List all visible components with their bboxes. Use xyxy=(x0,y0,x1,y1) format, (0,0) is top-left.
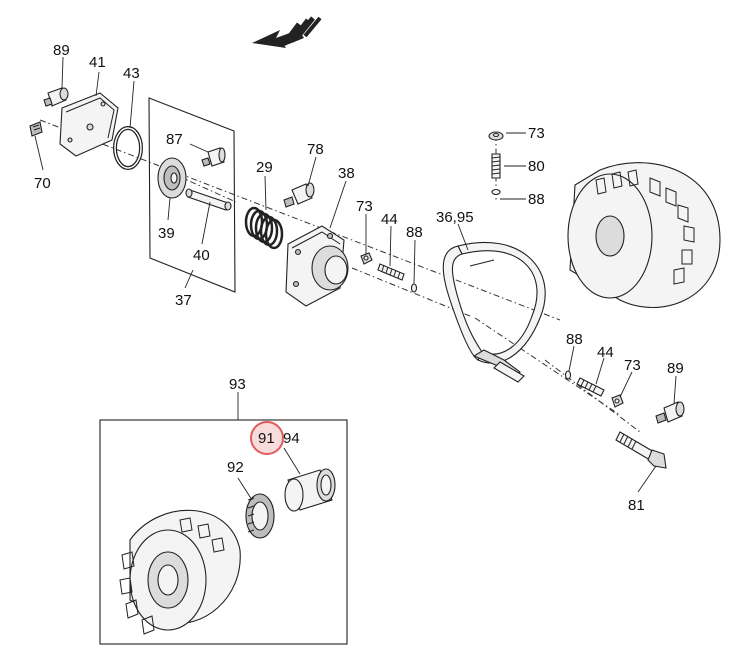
part-78-screw xyxy=(283,182,315,208)
callout-36-95: 36,95 xyxy=(436,209,474,226)
callout-92: 92 xyxy=(227,459,244,476)
part-43-ring xyxy=(113,126,143,170)
part-81-bolt xyxy=(615,431,667,469)
callout-labels: 89 41 43 70 87 39 40 37 29 78 38 73 44 8… xyxy=(34,42,684,514)
callout-37: 37 xyxy=(175,292,192,309)
callout-40: 40 xyxy=(193,247,210,264)
callout-87: 87 xyxy=(166,131,183,148)
part-44-screw-b xyxy=(576,377,605,397)
part-92-bearing xyxy=(245,493,275,539)
part-89-screw xyxy=(43,87,69,107)
callout-91: 91 xyxy=(258,430,275,447)
callout-29: 29 xyxy=(256,159,273,176)
assembly-37-box xyxy=(148,97,236,293)
callout-44-b: 44 xyxy=(597,344,614,361)
callout-88-b: 88 xyxy=(528,191,545,208)
part-36-95-band xyxy=(442,241,546,383)
part-88-ring-b xyxy=(491,188,501,196)
part-40-pin xyxy=(185,188,232,211)
callout-94: 94 xyxy=(283,430,300,447)
callout-39: 39 xyxy=(158,225,175,242)
callout-88-c: 88 xyxy=(566,331,583,348)
callout-73-a: 73 xyxy=(356,198,373,215)
part-73-nut-b xyxy=(488,131,504,141)
part-29-spring xyxy=(244,206,284,250)
callout-38: 38 xyxy=(338,165,355,182)
part-41-cover xyxy=(59,92,119,157)
callout-80: 80 xyxy=(528,158,545,175)
callout-73-b: 73 xyxy=(528,125,545,142)
callout-70: 70 xyxy=(34,175,51,192)
part-70-screw xyxy=(29,121,43,137)
callout-41: 41 xyxy=(89,54,106,71)
callout-44-a: 44 xyxy=(381,211,398,228)
callout-73-c: 73 xyxy=(624,357,641,374)
callout-89-right: 89 xyxy=(667,360,684,377)
detail-clutch-drum xyxy=(119,509,241,635)
part-80-spring xyxy=(491,153,501,179)
part-88-ring-a xyxy=(410,283,418,293)
leader-lines xyxy=(34,56,677,501)
detail-box-93 xyxy=(99,419,348,645)
direction-arrow-icon xyxy=(252,16,322,48)
clutch-drum xyxy=(567,162,721,309)
part-73-nut-c xyxy=(611,394,624,408)
part-88-ring-c xyxy=(564,370,572,380)
part-39-piston xyxy=(157,157,187,199)
part-44-screw-a xyxy=(377,263,405,281)
callout-81: 81 xyxy=(628,497,645,514)
part-87-screw xyxy=(201,147,226,167)
part-73-nut-a xyxy=(360,252,373,265)
callout-78: 78 xyxy=(307,141,324,158)
callout-93: 93 xyxy=(229,376,246,393)
part-38-housing xyxy=(285,225,349,307)
callout-43: 43 xyxy=(123,65,140,82)
part-94-bushing xyxy=(284,468,336,512)
callout-89-top: 89 xyxy=(53,42,70,59)
callout-91-highlight xyxy=(250,421,284,455)
callout-88-a: 88 xyxy=(406,224,423,241)
part-89-screw-b xyxy=(655,401,685,424)
